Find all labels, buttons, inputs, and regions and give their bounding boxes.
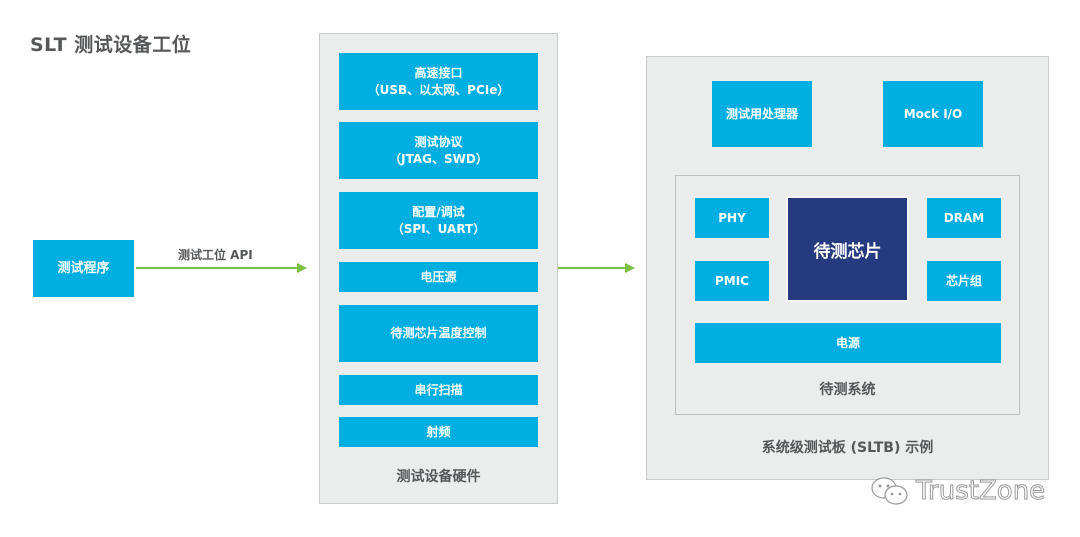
power-block: 电源	[695, 323, 1001, 363]
power-label: 电源	[835, 335, 860, 350]
hardware-to-sltb-arrow-head-icon	[625, 263, 635, 273]
hw-block-title: 高速接口	[414, 65, 463, 80]
hw-block-high-speed-interface: 高速接口 （USB、以太网、PCIe）	[339, 53, 538, 110]
watermark-text: TrustZone	[915, 476, 1046, 507]
test-processor-label: 测试用处理器	[725, 106, 798, 121]
hw-block-test-protocol: 测试协议 （JTAG、SWD）	[339, 122, 538, 179]
api-arrow-label: 测试工位 API	[178, 248, 253, 262]
hw-block-title: 待测芯片温度控制	[390, 326, 487, 340]
hw-block-rf: 射频	[339, 417, 538, 447]
dut-chip-block: 待测芯片	[786, 196, 909, 302]
wechat-icon	[870, 476, 910, 506]
api-arrow-head-icon	[297, 263, 307, 273]
hw-block-subtitle: （USB、以太网、PCIe）	[367, 82, 510, 97]
mock-io-label: Mock I/O	[903, 106, 963, 121]
hw-block-config-debug: 配置/调试 （SPI、UART）	[339, 192, 538, 249]
hw-block-serial-scan: 串行扫描	[339, 375, 538, 405]
hw-block-title: 射频	[426, 424, 451, 439]
hw-block-subtitle: （SPI、UART）	[391, 221, 486, 236]
hw-block-title: 电压源	[420, 269, 457, 284]
hardware-to-sltb-arrow-line	[558, 267, 626, 269]
phy-label: PHY	[718, 210, 746, 225]
api-arrow-line	[136, 267, 298, 269]
dut-chip-label: 待测芯片	[813, 241, 882, 262]
hw-block-subtitle: （JTAG、SWD）	[389, 151, 488, 166]
dram-label: DRAM	[943, 210, 985, 225]
hw-block-title: 配置/调试	[412, 204, 465, 219]
sltb-caption: 系统级测试板 (SLTB) 示例	[761, 440, 934, 456]
system-under-test-caption: 待测系统	[819, 382, 876, 398]
phy-block: PHY	[695, 198, 769, 238]
watermark: TrustZone	[870, 476, 1046, 507]
hw-block-title: 测试协议	[414, 134, 463, 149]
dram-block: DRAM	[927, 198, 1001, 238]
hw-block-title: 串行扫描	[414, 382, 463, 397]
test-program-label: 测试程序	[57, 261, 110, 276]
test-program-block: 测试程序	[33, 240, 134, 297]
chipset-block: 芯片组	[927, 261, 1001, 301]
hw-block-voltage-source: 电压源	[339, 262, 538, 292]
pmic-label: PMIC	[714, 273, 749, 288]
test-hardware-caption: 测试设备硬件	[396, 469, 481, 485]
chipset-label: 芯片组	[945, 273, 982, 288]
pmic-block: PMIC	[695, 261, 769, 301]
diagram-title: SLT 测试设备工位	[30, 34, 192, 56]
mock-io-block: Mock I/O	[883, 81, 983, 147]
hw-block-dut-temperature-control: 待测芯片温度控制	[339, 305, 538, 362]
test-processor-block: 测试用处理器	[712, 81, 812, 147]
